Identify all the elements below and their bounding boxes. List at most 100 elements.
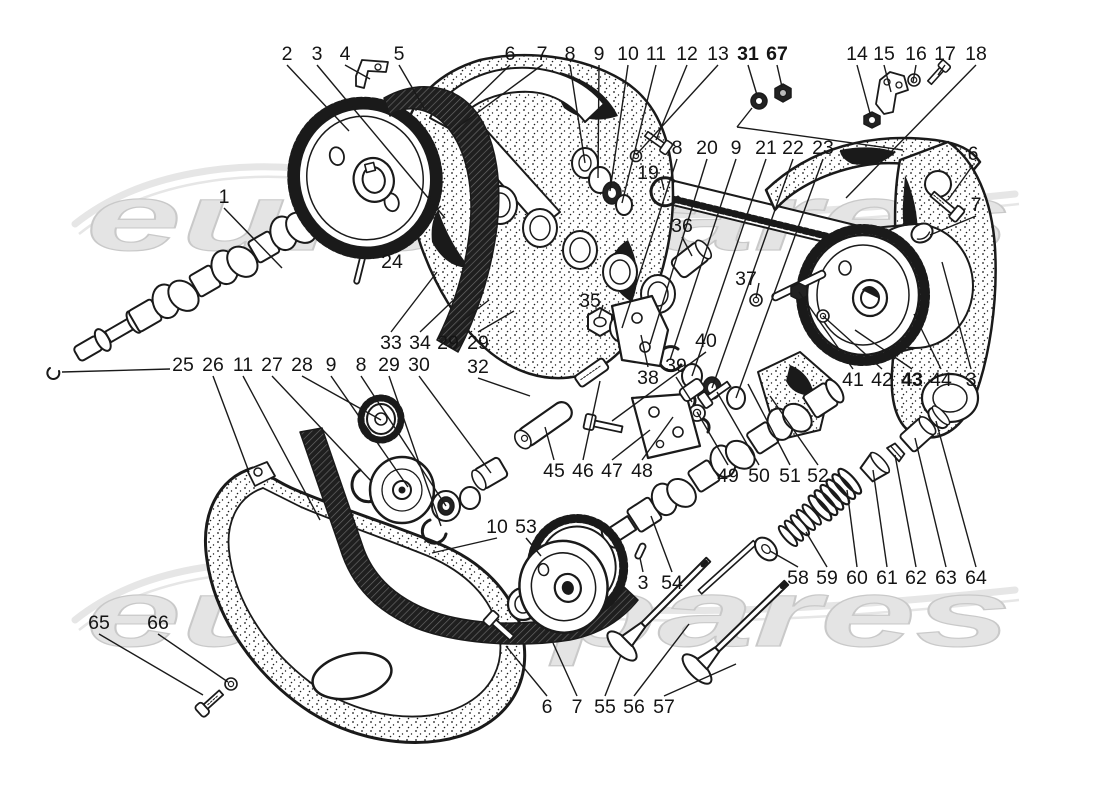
callout-label-46: 46 [572,460,594,482]
nut-67 [774,83,792,103]
leader-line-22 [711,158,794,389]
callout-label-30: 30 [408,354,430,376]
callout-label-25: 25 [172,354,194,376]
leader-line-24 [391,205,442,252]
leader-line-51 [747,383,791,466]
valve-spring-inner [777,503,822,548]
washer-31 [750,92,768,110]
leader-line-1 [223,207,283,269]
leader-line-9 [597,64,600,179]
callout-label-18: 18 [965,43,987,65]
leader-line-15 [883,64,892,93]
valve-left [606,556,712,662]
callout-label-31: 31 [737,43,759,65]
drawing-layer [46,53,997,744]
callout-label-49: 49 [717,465,739,487]
leader-line-3 [639,557,644,573]
camshaft-pulley-lower [518,514,629,634]
leader-line-3 [316,64,446,219]
callout-label-12: 12 [676,43,698,65]
leader-line-52 [769,395,819,466]
callout-label-36: 36 [671,215,693,237]
callout-label-57: 57 [653,696,675,718]
callout-label-58: 58 [787,567,809,589]
callout-label-35: 35 [579,290,601,312]
bearing-journals [482,185,676,314]
callout-label-41: 41 [842,369,864,391]
leader-line-10 [609,64,629,192]
leader-line-34 [419,289,465,333]
circlip-19 [649,176,680,208]
callout-label-33: 33 [380,332,402,354]
callout-label-14: 14 [846,43,868,65]
leader-line-31 [747,64,758,96]
leader-line-29 [447,299,490,333]
callout-label-6: 6 [505,43,516,65]
leader-line-66 [157,633,229,683]
leader-line-67 [776,64,783,88]
callout-label-48: 48 [631,460,653,482]
callout-label-1: 1 [219,186,230,208]
bracket-4 [355,59,389,89]
callout-label-24: 24 [381,251,403,273]
leader-line-62 [894,454,917,568]
leader-line-42 [822,315,883,370]
leader-line-37 [755,282,760,299]
callout-label-65: 65 [88,612,110,634]
camshaft-pulley-upper [287,96,443,260]
leader-line-49 [696,411,729,466]
leader-line-50 [716,391,760,466]
callout-label-6: 6 [968,143,979,165]
callout-label-63: 63 [935,567,957,589]
leader-line-9 [669,158,737,361]
leader-line-29 [388,375,442,527]
leader-line-5 [398,64,425,109]
callout-label-55: 55 [594,696,616,718]
callout-label-29: 29 [467,332,489,354]
callout-label-3: 3 [638,572,649,594]
leader-line-40 [611,351,707,422]
callout-label-42: 42 [871,369,893,391]
leader-line-55 [604,654,622,697]
callout-label-10: 10 [486,516,508,538]
pin-3 [634,542,647,560]
leader-line-35 [598,304,604,318]
valve-spring-outer [807,467,863,522]
callout-label-29: 29 [378,354,400,376]
leader-line-6 [947,164,974,201]
leader-line-16 [912,64,917,83]
clip-25 [46,367,61,380]
timing-belt-upper-left [383,86,500,353]
leader-line-57 [663,663,737,697]
bolt-50 [697,380,732,409]
callout-label-7: 7 [572,696,583,718]
leader-line-6 [467,64,511,107]
callout-label-7: 7 [971,194,982,216]
callout-label-44: 44 [930,369,952,391]
callout-label-4: 4 [340,43,351,65]
collets [886,442,906,463]
callout-label-20: 20 [696,137,718,159]
callout-label-29: 29 [437,332,459,354]
callout-label-38: 38 [637,367,659,389]
leader-line-58 [769,550,799,568]
leader-line-13 [635,64,719,156]
callout-label-15: 15 [873,43,895,65]
leader-line-18 [845,64,977,199]
callout-label-26: 26 [202,354,224,376]
callout-label-9: 9 [326,354,337,376]
leader-line-6 [505,645,548,697]
callout-label-27: 27 [261,354,283,376]
tappet-45 [513,401,573,450]
leader-line-60 [846,489,858,568]
camshaft-pulley-right [796,223,974,366]
leader-line-11 [621,64,657,204]
bolt-65 [194,689,225,718]
leader-line-25 [61,368,171,373]
callout-label-10: 10 [617,43,639,65]
leader-line-26 [212,375,250,473]
callout-label-13: 13 [707,43,729,65]
